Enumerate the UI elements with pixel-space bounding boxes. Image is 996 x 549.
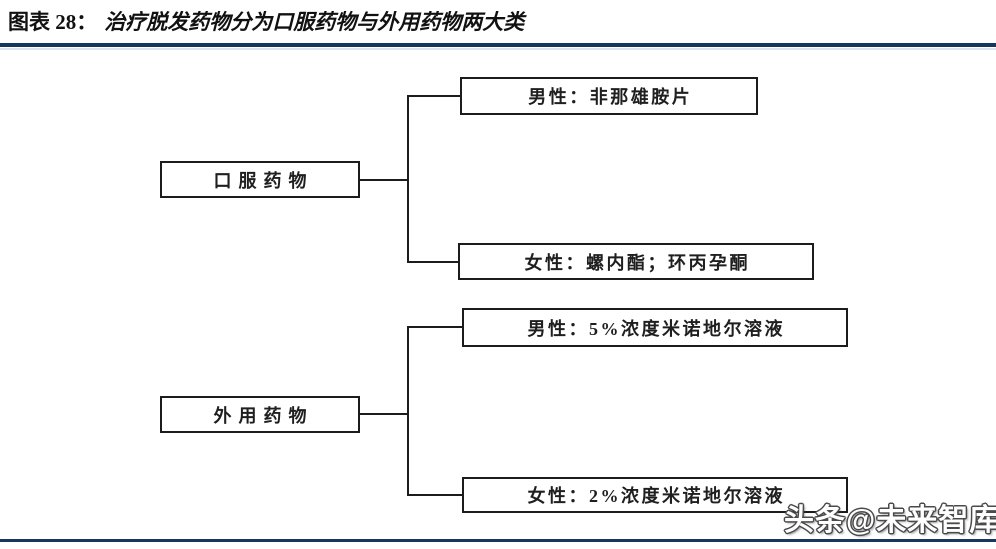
drug-classification-tree: 口服药物 男性：非那雄胺片 女性：螺内酯；环丙孕酮 外用药物 男性：5%浓度米诺… — [0, 50, 996, 539]
connector-oral-parent — [360, 179, 408, 181]
connector-topical-female — [407, 494, 462, 496]
connector-topical-male — [407, 326, 462, 328]
figure-number-label: 图表 28： — [8, 10, 98, 34]
oral-drugs-parent-box: 口服药物 — [160, 161, 360, 198]
oral-female-box: 女性：螺内酯；环丙孕酮 — [458, 243, 814, 280]
toutiao-watermark: 头条@未来智库 — [784, 504, 996, 537]
title-divider-rule — [0, 43, 996, 47]
title-divider-rule-light — [0, 48, 996, 50]
topical-male-box: 男性：5%浓度米诺地尔溶液 — [462, 308, 848, 347]
connector-oral-bracket — [407, 95, 409, 263]
connector-topical-bracket — [407, 326, 409, 496]
bottom-page-rule — [0, 539, 996, 542]
connector-topical-parent — [360, 413, 408, 415]
topical-female-box: 女性：2%浓度米诺地尔溶液 — [462, 477, 848, 513]
topical-drugs-parent-box: 外用药物 — [160, 396, 360, 433]
oral-male-box: 男性：非那雄胺片 — [460, 77, 758, 115]
figure-title-text: 治疗脱发药物分为口服药物与外用药物两大类 — [104, 10, 525, 34]
figure-title: 图表 28：治疗脱发药物分为口服药物与外用药物两大类 — [8, 6, 524, 38]
connector-oral-male — [407, 95, 460, 97]
connector-oral-female — [407, 261, 458, 263]
